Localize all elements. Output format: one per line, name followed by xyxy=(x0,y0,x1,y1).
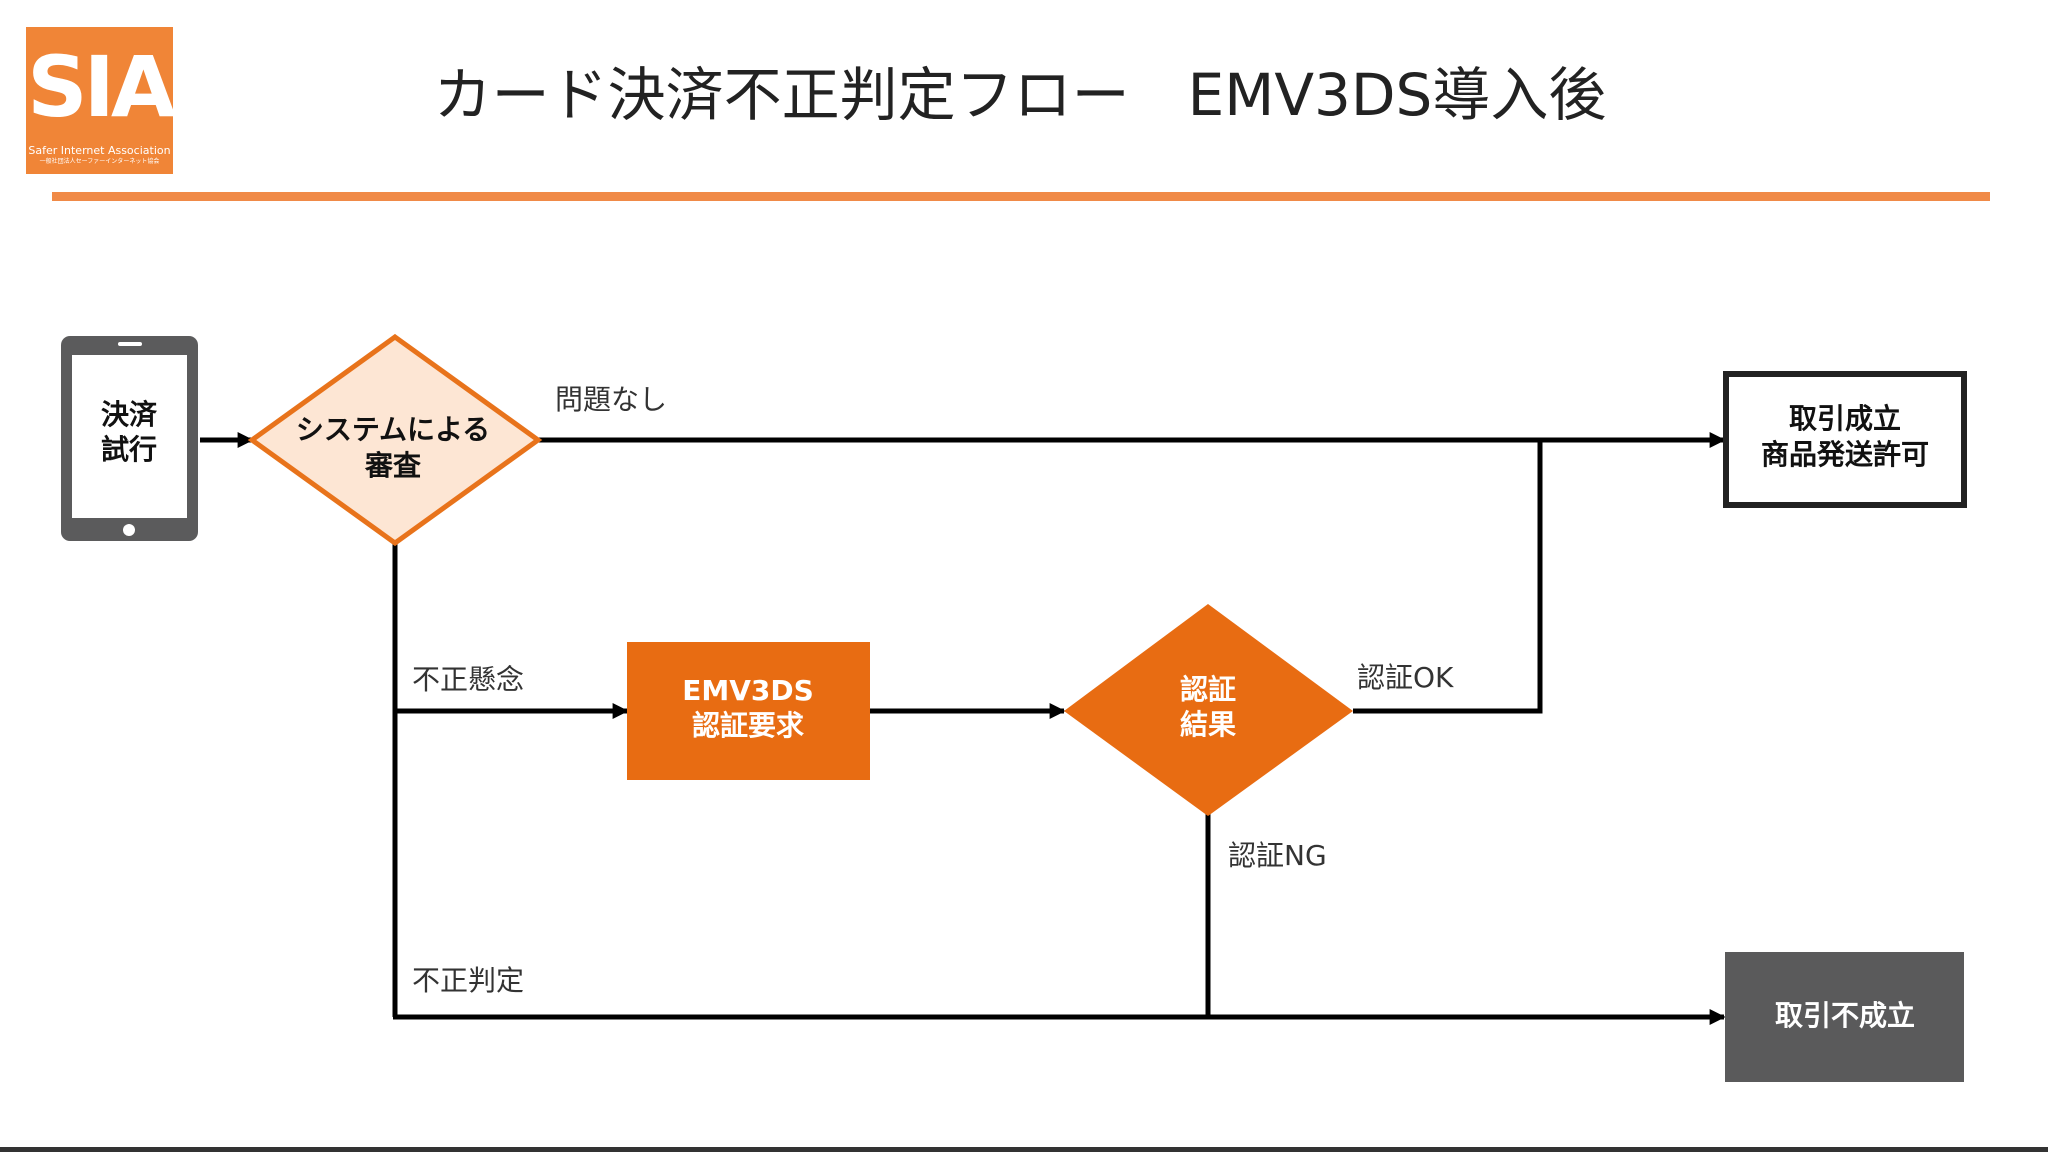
success-box-shape xyxy=(1723,371,1967,508)
edge-label-fraud: 不正判定 xyxy=(412,964,524,997)
auth-result-diamond: 認証 結果 xyxy=(1064,604,1353,816)
failure-box-shape xyxy=(1725,952,1964,1082)
tablet-home-button xyxy=(123,524,135,536)
edge-label-auth-ok: 認証OK xyxy=(1357,661,1454,694)
edge-label-auth-ng: 認証NG xyxy=(1228,839,1327,872)
edge-label-no-problem: 問題なし xyxy=(555,383,667,416)
emv3ds-box: EMV3DS 認証要求 xyxy=(627,642,870,780)
connectors xyxy=(200,432,1726,1025)
success-label-line1: 取引成立 xyxy=(1789,402,1901,435)
bottom-border xyxy=(0,1147,2048,1152)
failure-box: 取引不成立 xyxy=(1725,952,1964,1082)
logo-letters: SIA xyxy=(27,38,173,136)
auth-result-diamond-shape xyxy=(1064,604,1353,816)
logo-subtitle: 一般社団法人セーファーインターネット協会 xyxy=(39,158,160,165)
payment-node: 決済 試行 xyxy=(61,336,198,541)
emv3ds-label-line2: 認証要求 xyxy=(692,709,804,742)
emv3ds-box-shape xyxy=(627,642,870,780)
review-label-line2: 審査 xyxy=(364,449,421,482)
tablet-speaker xyxy=(118,342,142,346)
payment-label-line1: 決済 xyxy=(101,398,158,431)
page-title: カード決済不正判定フロー EMV3DS導入後 xyxy=(433,61,1607,129)
payment-label-line2: 試行 xyxy=(101,433,157,466)
auth-result-label-line1: 認証 xyxy=(1180,673,1236,706)
auth-result-label-line2: 結果 xyxy=(1180,708,1236,741)
logo-name: Safer Internet Association xyxy=(28,144,171,157)
success-label-line2: 商品発送許可 xyxy=(1761,438,1929,471)
title-divider xyxy=(52,192,1990,201)
review-diamond-shape xyxy=(247,333,543,547)
review-label-line1: システムによる xyxy=(296,413,490,446)
sia-logo: SIA Safer Internet Association 一般社団法人セーフ… xyxy=(26,27,173,174)
emv3ds-label-line1: EMV3DS xyxy=(682,674,814,707)
tablet-screen xyxy=(72,355,187,518)
review-diamond: システムによる 審査 xyxy=(247,333,543,547)
edge-auth-ok xyxy=(1353,440,1543,714)
edge-label-suspicious: 不正懸念 xyxy=(412,663,524,696)
failure-label: 取引不成立 xyxy=(1775,999,1915,1032)
success-box: 取引成立 商品発送許可 xyxy=(1723,371,1967,508)
